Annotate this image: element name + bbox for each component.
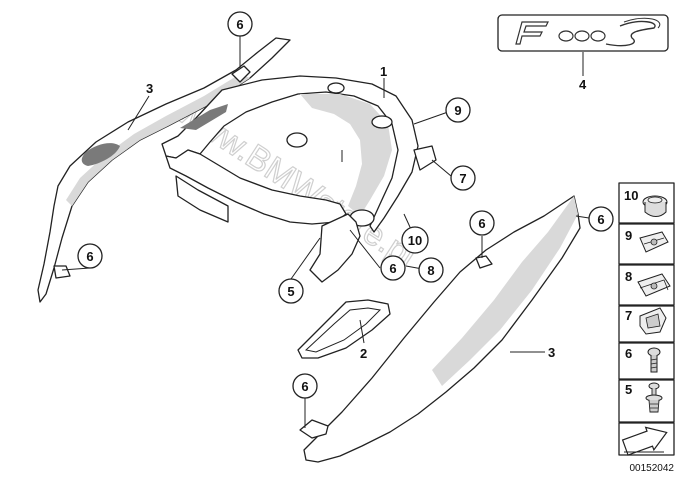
part-label-3-left: 3 (146, 81, 153, 96)
diagram-code: 00152042 (630, 463, 675, 474)
callout-6-far-right: 6 (588, 206, 614, 232)
svg-text:9: 9 (454, 103, 461, 118)
legend-row-5: 5 (625, 382, 663, 413)
callout-6-bottom: 6 (292, 373, 318, 399)
callout-6-top: 6 (227, 11, 253, 37)
svg-text:9: 9 (625, 228, 632, 243)
svg-text:6: 6 (301, 379, 308, 394)
svg-text:6: 6 (86, 249, 93, 264)
svg-text:10: 10 (408, 233, 422, 248)
part-label-2: 2 (360, 346, 367, 361)
callout-7: 7 (450, 165, 476, 191)
part-label-1: 1 (380, 64, 387, 79)
speed-nut-icon (639, 231, 669, 253)
svg-text:6: 6 (389, 261, 396, 276)
svg-text:10: 10 (624, 188, 638, 203)
fastener-legend: 10 9 8 7 (618, 182, 675, 456)
spring-clip-icon (639, 307, 667, 335)
svg-text:8: 8 (625, 269, 632, 284)
callout-10: 10 (401, 226, 429, 254)
legend-row-7: 7 (625, 307, 667, 335)
svg-text:8: 8 (427, 263, 434, 278)
legend-row-8: 8 (625, 269, 671, 297)
logo-f-glyph (515, 21, 549, 45)
callout-6-center: 6 (380, 255, 406, 281)
callout-6-mid-right: 6 (469, 210, 495, 236)
left-side-panel (37, 37, 291, 303)
rubber-cap-icon (642, 195, 668, 217)
svg-text:6: 6 (597, 212, 604, 227)
callout-9: 9 (445, 97, 471, 123)
legend-row-6: 6 (625, 346, 661, 373)
part-label-4: 4 (579, 77, 587, 92)
callout-6-left: 6 (77, 243, 103, 269)
rear-fairing (161, 75, 437, 283)
legend-row-9: 9 (625, 228, 669, 253)
svg-text:6: 6 (625, 346, 632, 361)
svg-text:7: 7 (625, 308, 632, 323)
screw-icon (647, 347, 661, 373)
legend-row-10: 10 (624, 188, 668, 217)
right-side-panel (299, 195, 581, 463)
svg-text:6: 6 (236, 17, 243, 32)
svg-text:5: 5 (625, 382, 632, 397)
expanding-rivet-icon (645, 382, 663, 413)
gasket-plate (297, 299, 391, 359)
callout-8: 8 (418, 257, 444, 283)
callout-5: 5 (278, 278, 304, 304)
svg-text:6: 6 (478, 216, 485, 231)
part-label-3-right: 3 (548, 345, 555, 360)
f800s-badge (497, 14, 669, 52)
svg-text:7: 7 (459, 171, 466, 186)
clip-nut-icon (637, 273, 671, 297)
direction-arrow-icon (621, 426, 668, 456)
svg-text:5: 5 (287, 284, 294, 299)
